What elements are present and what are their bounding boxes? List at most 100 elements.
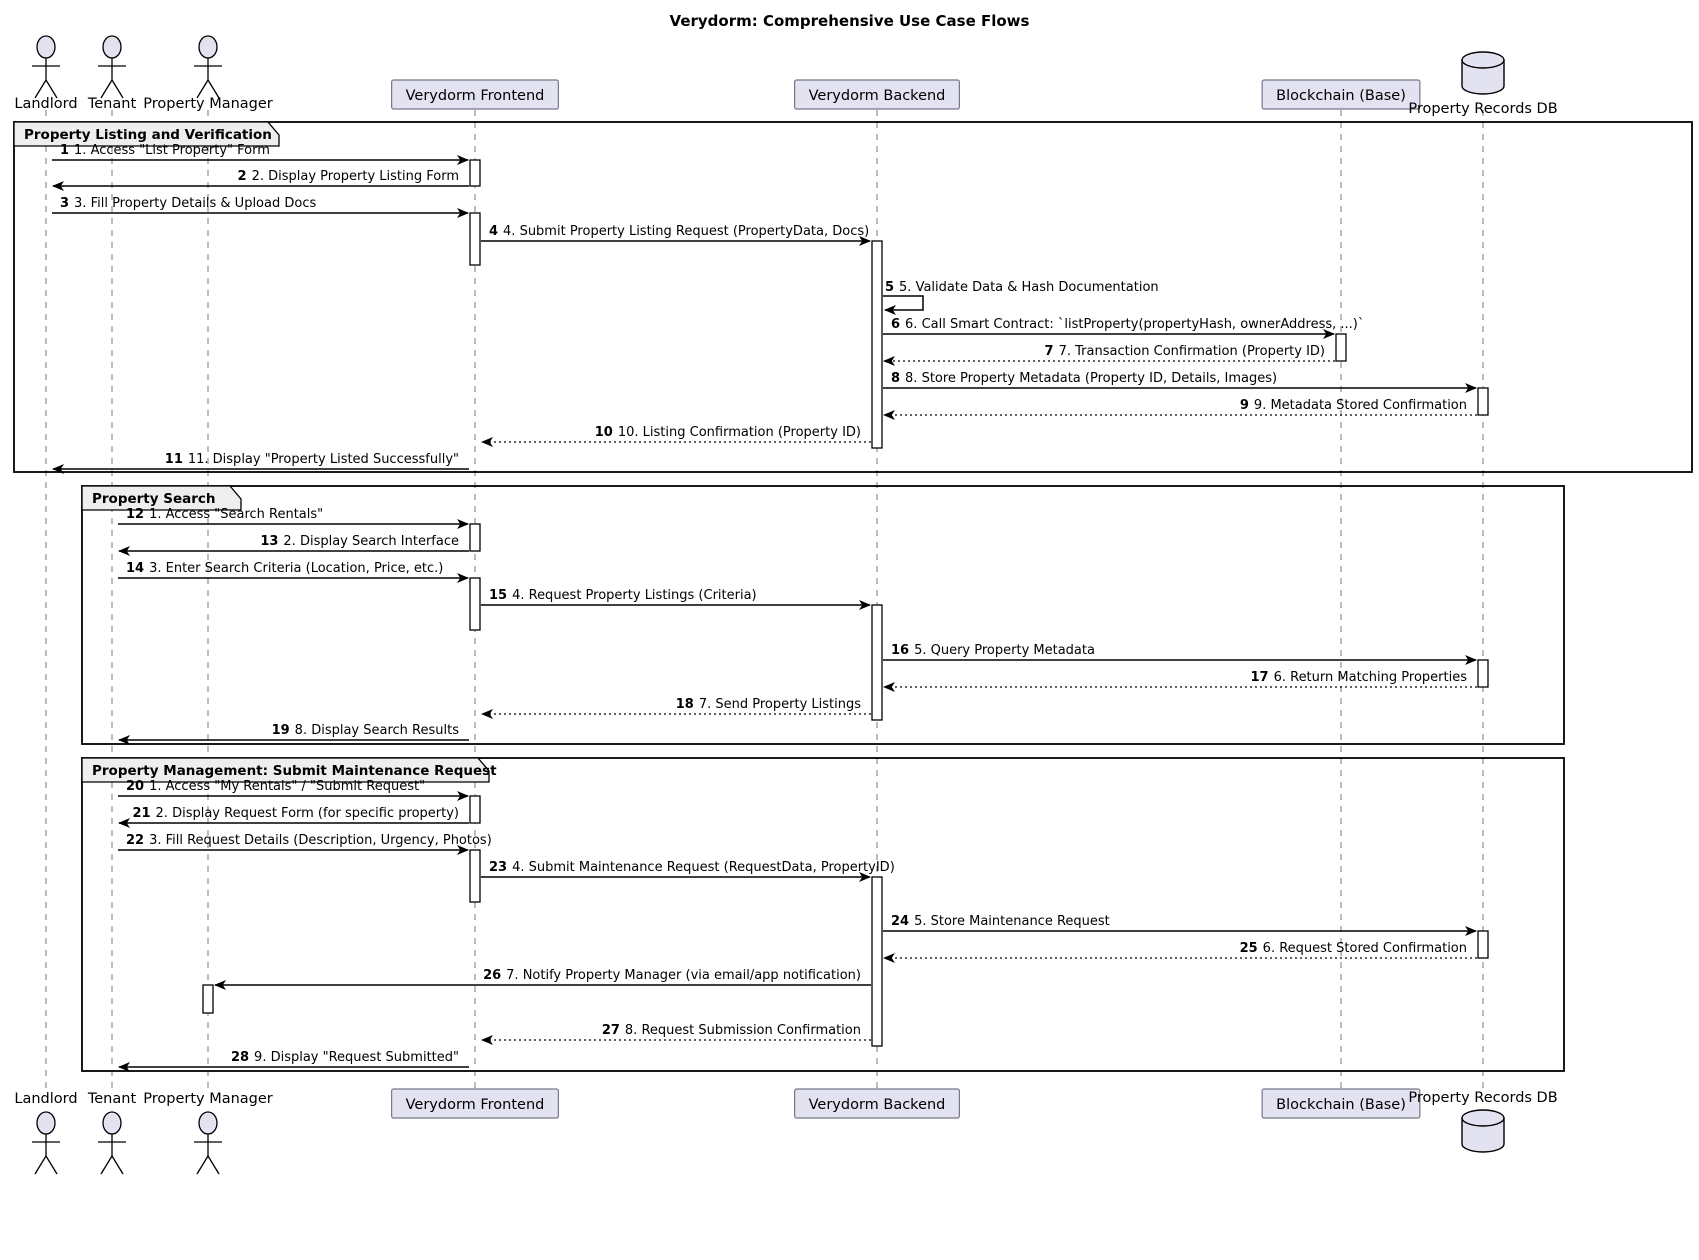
message-label: 3. Enter Search Criteria (Location, Pric… — [149, 561, 443, 576]
message-label: 5. Query Property Metadata — [914, 643, 1095, 658]
message-number: 18 — [676, 697, 694, 712]
message-label: 1. Access "List Property" Form — [74, 143, 270, 158]
database-cylinder-icon — [1461, 1117, 1505, 1153]
participant-verydorm-backend[interactable]: Verydorm Backend — [794, 79, 960, 110]
message-16: 16 5. Query Property Metadata — [883, 643, 1477, 665]
activation-bar — [469, 577, 481, 631]
participant-label: Blockchain (Base) — [1276, 1097, 1406, 1113]
message-label: 6. Return Matching Properties — [1274, 670, 1468, 685]
message-label: 11. Display "Property Listed Successfull… — [188, 452, 459, 467]
actor-leg-left — [100, 1155, 113, 1175]
participant-label: Verydorm Backend — [809, 1097, 946, 1113]
group-tab — [81, 485, 242, 511]
message-number: 22 — [126, 833, 144, 848]
group-property-search: Property Search — [81, 485, 1565, 745]
group-frame — [81, 757, 1565, 1072]
actor-leg-right — [45, 79, 58, 99]
participant-property-manager[interactable]: Property Manager — [143, 35, 273, 112]
group-frames-layer: Property Listing and VerificationPropert… — [13, 121, 1693, 1072]
message-number: 6 — [891, 317, 900, 332]
activation-bar — [1477, 930, 1489, 959]
actor-leg-right — [45, 1155, 58, 1175]
group-frame — [81, 485, 1565, 745]
activation-bar — [1335, 333, 1347, 362]
message-label: 8. Store Property Metadata (Property ID,… — [905, 371, 1277, 386]
participant-label: Verydorm Frontend — [406, 1097, 545, 1113]
actor-head-icon — [36, 35, 56, 59]
message-label: 1. Access "My Rentals" / "Submit Request… — [149, 779, 425, 794]
participant-tenant[interactable]: Tenant — [87, 1091, 137, 1175]
actor-leg-left — [34, 79, 47, 99]
participant-box — [391, 1088, 559, 1119]
participant-verydorm-backend[interactable]: Verydorm Backend — [794, 1088, 960, 1119]
group-label: Property Listing and Verification — [24, 127, 272, 143]
group-tab — [81, 757, 490, 783]
database-cylinder-icon — [1461, 59, 1505, 95]
participant-property-records-db[interactable]: Property Records DB — [1408, 1090, 1558, 1153]
message-number: 15 — [489, 588, 507, 603]
message-label: 7. Send Property Listings — [699, 697, 861, 712]
participant-blockchain-base-[interactable]: Blockchain (Base) — [1261, 79, 1421, 110]
message-18: 18 7. Send Property Listings — [481, 697, 871, 719]
participant-property-records-db[interactable]: Property Records DB — [1408, 51, 1558, 117]
message-label: 4. Request Property Listings (Criteria) — [512, 588, 757, 603]
message-label: 1. Access "Search Rentals" — [149, 507, 323, 522]
activation-bar — [1477, 387, 1489, 416]
message-label: 9. Display "Request Submitted" — [254, 1050, 459, 1065]
message-number: 1 — [60, 143, 69, 158]
message-number: 24 — [891, 914, 909, 929]
message-number: 25 — [1240, 941, 1258, 956]
message-number: 28 — [231, 1050, 249, 1065]
message-23: 23 4. Submit Maintenance Request (Request… — [481, 860, 895, 882]
participant-tenant[interactable]: Tenant — [87, 35, 137, 112]
message-line — [883, 295, 924, 315]
message-label: 2. Display Request Form (for specific pr… — [156, 806, 459, 821]
participant-box — [1261, 79, 1421, 110]
message-label: 2. Display Search Interface — [283, 534, 459, 549]
participant-label: Property Manager — [143, 96, 273, 112]
participant-label: Landlord — [14, 96, 77, 112]
actor-leg-right — [207, 1155, 220, 1175]
message-number: 14 — [126, 561, 144, 576]
participant-heads-layer: Landlord Tenant Property Manager Verydorm F… — [14, 35, 1558, 117]
message-number: 16 — [891, 643, 909, 658]
activation-bar — [469, 795, 481, 824]
participant-label: Verydorm Frontend — [406, 88, 545, 104]
message-number: 8 — [891, 371, 900, 386]
message-label: 6. Request Stored Confirmation — [1263, 941, 1467, 956]
participant-label: Property Records DB — [1408, 101, 1557, 117]
activation-bars-layer — [202, 159, 1489, 1047]
message-label: 7. Notify Property Manager (via email/ap… — [506, 968, 861, 983]
activation-bar — [469, 849, 481, 903]
message-number: 20 — [126, 779, 144, 794]
activation-bar — [871, 604, 883, 721]
message-25: 25 6. Request Stored Confirmation — [883, 941, 1477, 963]
participant-landlord[interactable]: Landlord — [14, 35, 78, 112]
message-1: 1 1. Access "List Property" Form — [52, 143, 469, 165]
message-label: 4. Submit Maintenance Request (RequestDa… — [512, 860, 895, 875]
message-number: 23 — [489, 860, 507, 875]
activation-bar — [469, 212, 481, 266]
message-label: 9. Metadata Stored Confirmation — [1254, 398, 1467, 413]
participant-landlord[interactable]: Landlord — [14, 1091, 78, 1175]
activation-bar — [871, 876, 883, 1047]
participant-verydorm-frontend[interactable]: Verydorm Frontend — [391, 79, 559, 110]
participant-blockchain-base-[interactable]: Blockchain (Base) — [1261, 1088, 1421, 1119]
group-tab — [13, 121, 280, 147]
actor-leg-left — [34, 1155, 47, 1175]
participant-verydorm-frontend[interactable]: Verydorm Frontend — [391, 1088, 559, 1119]
message-number: 3 — [60, 196, 69, 211]
message-number: 27 — [602, 1023, 620, 1038]
message-label: 10. Listing Confirmation (Property ID) — [618, 425, 861, 440]
participant-property-manager[interactable]: Property Manager — [143, 1091, 273, 1175]
participant-label: Tenant — [87, 96, 137, 112]
